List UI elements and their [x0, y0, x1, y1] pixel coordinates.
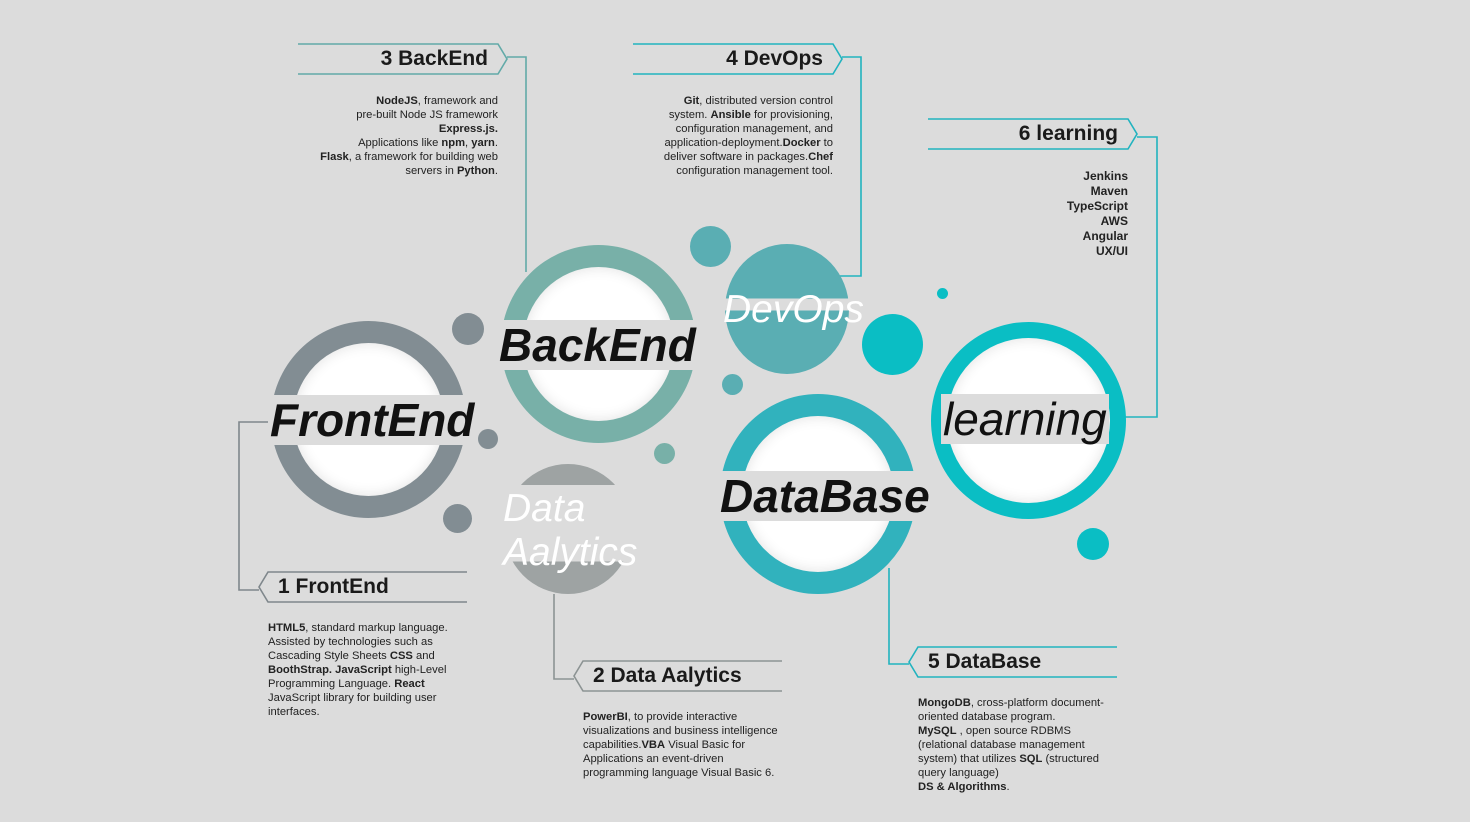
keyword: MySQL — [918, 725, 957, 737]
backend-heading: 3 BackEnd — [380, 47, 488, 70]
keyword: npm — [441, 137, 466, 149]
keyword: Express.js. — [438, 123, 498, 135]
frontend-heading: 1 FrontEnd — [278, 575, 389, 598]
data-analytics-label-line1: Data — [503, 487, 586, 530]
bubble-decoration — [690, 226, 731, 267]
database-connector — [888, 568, 909, 665]
database-heading: 5 DataBase — [928, 650, 1042, 673]
backend-connector — [507, 56, 527, 272]
keyword: yarn — [471, 137, 495, 149]
learning-list: Jenkins Maven TypeScript AWS Angular UX/… — [1000, 169, 1128, 259]
learning-heading-bracket — [928, 118, 1138, 150]
keyword: Ansible — [710, 109, 751, 121]
devops-heading: 4 DevOps — [726, 47, 823, 70]
data-analytics-circle-label: Data Aalytics — [503, 487, 637, 574]
bubble-decoration — [722, 374, 743, 395]
keyword: NodeJS — [376, 95, 418, 107]
data-analytics-label-line2: Aalytics — [503, 530, 638, 574]
keyword: VBA — [641, 739, 666, 751]
bubble-decoration — [1077, 528, 1109, 560]
bubble-decoration — [478, 429, 498, 449]
data-analytics-description: PowerBI, to provide interactive visualiz… — [583, 711, 778, 779]
learning-circle-label: learning — [941, 393, 1109, 445]
learning-list-item: UX/UI — [1095, 244, 1128, 258]
database-description: MongoDB, cross-platform document-oriente… — [918, 697, 1104, 793]
keyword: MongoDB — [918, 697, 971, 709]
devops-circle-label: DevOps — [723, 288, 864, 331]
keyword: Chef — [808, 151, 833, 163]
learning-connector — [1122, 136, 1158, 418]
learning-list-item: Angular — [1082, 229, 1128, 243]
frontend-description: HTML5, standard markup language. Assiste… — [268, 622, 448, 718]
keyword: React — [394, 678, 425, 690]
learning-list-item: TypeScript — [1066, 199, 1128, 213]
devops-heading-bracket — [633, 43, 843, 75]
database-circle-label: DataBase — [718, 470, 932, 522]
keyword: HTML5 — [268, 622, 306, 634]
devops-connector — [836, 56, 862, 277]
keyword: SQL — [1019, 753, 1043, 765]
data-analytics-heading: 2 Data Aalytics — [593, 664, 742, 687]
learning-heading: 6 learning — [1018, 122, 1118, 145]
devops-half-circle — [725, 244, 849, 374]
keyword: CSS — [389, 650, 413, 662]
data-analytics-heading-bracket — [573, 660, 782, 692]
keyword: Docker — [782, 137, 821, 149]
keyword: DS & Algorithms — [918, 781, 1007, 793]
keyword: Flask — [320, 151, 349, 163]
keyword: PowerBI — [583, 711, 628, 723]
frontend-heading-bracket — [258, 571, 467, 603]
keyword: BoothStrap. JavaScript — [268, 664, 392, 676]
frontend-circle-label: FrontEnd — [268, 394, 477, 446]
data-analytics-half-circle — [504, 464, 632, 594]
learning-list-item: AWS — [1100, 214, 1128, 228]
keyword: Python — [456, 165, 495, 177]
keyword: Git — [683, 95, 700, 107]
bubble-decoration — [937, 288, 948, 299]
bubble-decoration — [452, 313, 484, 345]
backend-circle-label: BackEnd — [497, 319, 698, 371]
learning-list-item: Jenkins — [1083, 169, 1128, 183]
learning-list-item: Maven — [1090, 184, 1128, 198]
database-heading-bracket — [908, 646, 1117, 678]
bubble-decoration — [862, 314, 923, 375]
bubble-decoration — [654, 443, 675, 464]
bubble-decoration — [443, 504, 472, 533]
data-analytics-connector — [553, 594, 574, 680]
frontend-connector — [238, 421, 272, 591]
backend-heading-bracket — [298, 43, 508, 75]
